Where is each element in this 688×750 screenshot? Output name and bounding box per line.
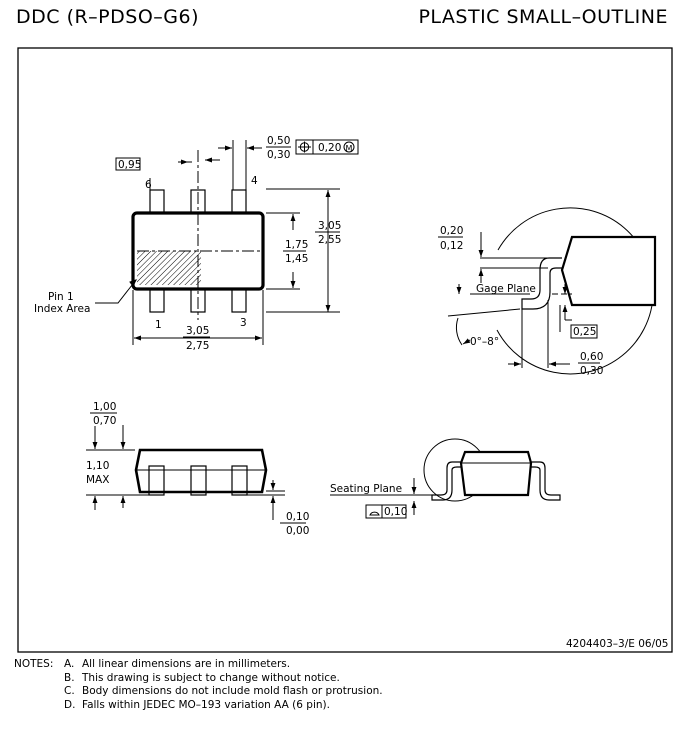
detail-view-dims	[455, 232, 572, 367]
note-letter: C.	[64, 685, 75, 697]
seating-plane-label: Seating Plane	[330, 483, 402, 495]
note-letter: B.	[64, 671, 75, 684]
lead-1	[149, 287, 165, 313]
top-view-text: 0,95 6 4 1 3 0,50 0,30 0,20 M 1,75 1,45 …	[34, 135, 353, 352]
notes-list: A. All linear dimensions are in millimete…	[64, 658, 664, 712]
position-tolerance-value: 0,20	[318, 142, 341, 154]
mmc-circle	[343, 141, 355, 153]
body-width-min: 1,45	[285, 253, 308, 265]
top-view	[131, 140, 340, 345]
thickness-max: 0,20	[440, 225, 463, 237]
note-text: This drawing is subject to change withou…	[82, 671, 340, 684]
gage-dim-value: 0,25	[573, 326, 596, 338]
pin1-label-sub: Index Area	[34, 303, 90, 315]
angle-value: 0°–8°	[470, 336, 499, 348]
mmc-symbol: M	[346, 144, 353, 153]
pin1-label: Pin 1	[48, 291, 74, 303]
drawing-number: 4204403–3/E 06/05	[566, 638, 668, 650]
flatness-value: 0,10	[384, 506, 407, 518]
body-width-max: 1,75	[285, 239, 308, 251]
standoff-min: 0,00	[286, 525, 309, 537]
package-type: PLASTIC SMALL–OUTLINE	[418, 6, 668, 28]
foot-length-max: 0,60	[580, 351, 603, 363]
overall-width-max: 3,05	[318, 220, 341, 232]
notes-label: NOTES:	[14, 658, 54, 670]
position-tolerance-frame	[295, 139, 359, 155]
overall-width-min: 2,55	[318, 234, 341, 246]
note-item: B. This drawing is subject to change with…	[64, 672, 664, 686]
lead-width-max: 0,50	[267, 135, 290, 147]
body-length-min: 2,75	[186, 340, 209, 352]
max-height-value: 1,10	[86, 460, 109, 472]
note-text: All linear dimensions are in millimeters…	[82, 658, 291, 670]
side-view-text: 1,00 0,70 1,10 MAX 0,10 0,00	[86, 401, 309, 537]
detail-view-text: 0,20 0,12 Gage Plane 0,25 0°–8° 0,60 0,3…	[438, 225, 603, 377]
gage-plane-label: Gage Plane	[476, 283, 536, 295]
foot-length-min: 0,30	[580, 365, 603, 377]
thickness-min: 0,12	[440, 240, 463, 252]
height-top-max: 1,00	[93, 401, 116, 413]
note-item: C. Body dimensions do not include mold fl…	[64, 685, 664, 699]
side-view	[86, 448, 285, 496]
pitch-value: 0,95	[118, 159, 141, 171]
lead-4	[231, 189, 247, 215]
note-item: A. All linear dimensions are in millimete…	[64, 658, 664, 672]
note-item: D. Falls within JEDEC MO–193 variation AA…	[64, 699, 664, 713]
lead-6	[149, 189, 165, 215]
lead-width-min: 0,30	[267, 149, 290, 161]
height-top-min: 0,70	[93, 415, 116, 427]
note-text: Falls within JEDEC MO–193 variation AA (…	[82, 698, 330, 711]
drawing-frame	[17, 47, 673, 653]
note-text: Body dimensions do not include mold flas…	[82, 685, 383, 697]
lead-3	[231, 287, 247, 313]
package-code: DDC (R–PDSO–G6)	[16, 6, 200, 28]
seating-view-text: Seating Plane 0,10	[330, 483, 407, 518]
pin-label-3: 3	[240, 317, 247, 329]
pitch-box	[115, 157, 141, 171]
note-letter: D.	[64, 698, 76, 711]
side-view-dims	[92, 425, 276, 520]
note-letter: A.	[64, 658, 75, 670]
pin-label-6: 6	[145, 179, 152, 191]
pin1-index-area	[137, 251, 201, 285]
gage-dim-box	[570, 324, 598, 339]
top-view-dims	[95, 145, 331, 341]
standoff-max: 0,10	[286, 511, 309, 523]
pin-label-4: 4	[251, 175, 258, 187]
pin-label-1: 1	[155, 319, 162, 331]
seating-view-dims	[365, 478, 417, 519]
body-length-max: 3,05	[186, 325, 209, 337]
max-height-label: MAX	[86, 474, 109, 486]
